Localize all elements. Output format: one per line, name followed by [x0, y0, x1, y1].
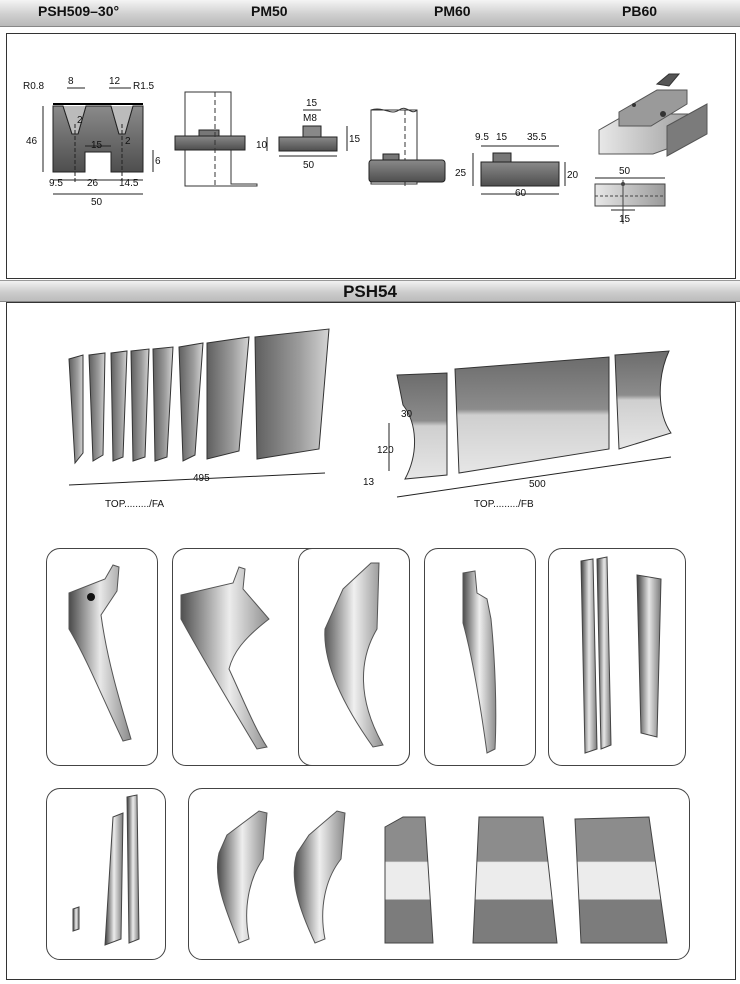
- psh54-segments-drawing: 495 30 120 13 500: [68, 328, 672, 498]
- psh54-left-caption: TOP........./FA: [105, 499, 165, 510]
- psh509-gap: 15: [91, 140, 103, 151]
- psh509-r1: R0.8: [23, 81, 45, 92]
- psh509-top-right: 12: [109, 76, 121, 87]
- psh509-height: 46: [26, 136, 38, 147]
- pm60-drawing: [368, 107, 446, 186]
- psh509-top-left: 8: [68, 76, 74, 87]
- psh54-dim-13: 13: [363, 477, 375, 488]
- pb60-bar-drawing: [594, 177, 666, 224]
- psh509-inner-left: 2: [77, 115, 83, 126]
- psh509-inner-right: 2: [125, 136, 131, 147]
- pm50-top: 15: [306, 98, 318, 109]
- header-bar: [0, 0, 740, 27]
- product-title-pm60: PM60: [434, 3, 471, 19]
- psh54-right-segments: [388, 350, 672, 498]
- pb60-dim1: 9.5: [475, 132, 489, 143]
- pb60-hole: 15: [619, 214, 631, 225]
- section-title: PSH54: [343, 282, 397, 301]
- psh509-bottom-left: 9.5: [49, 178, 63, 189]
- product-title-pb60: PB60: [622, 3, 658, 19]
- gooseneck-punch-image: [68, 564, 132, 742]
- psh509-bottom-mid: 26: [87, 178, 99, 189]
- psh54-dim-30: 30: [401, 409, 413, 420]
- top-drawings-panel: R0.8 8 12 R1.5 46 2 2 15 6 9.5 26 14.5 5…: [6, 33, 736, 279]
- tool-card-4: [424, 548, 536, 766]
- tool-card-6: [46, 788, 166, 960]
- pb60-tool-drawing: [472, 145, 566, 195]
- psh509-small-h: 6: [155, 156, 161, 167]
- psh54-left-length: 495: [193, 473, 210, 484]
- psh509-width: 50: [91, 197, 103, 208]
- pb60-dim2: 15: [496, 132, 508, 143]
- curved-punch-image: [324, 562, 384, 748]
- tool-card-7: [188, 788, 690, 960]
- thin-blade-image: [72, 794, 140, 946]
- pb60-height-left: 25: [455, 168, 467, 179]
- pb60-height-right: 20: [567, 170, 579, 181]
- wide-punch-image: [180, 566, 270, 750]
- pb60-width: 60: [515, 188, 527, 199]
- pm50-height-right: 15: [349, 134, 361, 145]
- technical-drawings: R0.8 8 12 R1.5 46 2 2 15 6 9.5 26 14.5 5…: [23, 73, 708, 225]
- product-title-pm50: PM50: [251, 3, 288, 19]
- straight-punch-image: [580, 556, 662, 754]
- pb60-bar-width: 50: [619, 166, 631, 177]
- psh509-bottom-right: 14.5: [119, 178, 139, 189]
- narrow-punch-image: [462, 570, 497, 754]
- pb60-clamp-3d: [598, 73, 708, 157]
- pm50-holder-drawing: [174, 91, 258, 187]
- pm50-bolt: M8: [303, 113, 317, 124]
- psh509-r2: R1.5: [133, 81, 155, 92]
- product-title-psh509: PSH509–30°: [38, 3, 120, 19]
- psh54-dim-120: 120: [377, 445, 394, 456]
- pb60-dim3: 35.5: [527, 132, 547, 143]
- tool-card-5: [548, 548, 686, 766]
- tool-card-3: [298, 548, 410, 766]
- tool-card-1: [46, 548, 158, 766]
- psh509-die-drawing: [42, 87, 154, 195]
- psh54-right-length: 500: [529, 479, 546, 490]
- psh54-left-segments: [68, 328, 330, 486]
- punch-and-block-images: [216, 810, 668, 944]
- psh54-right-caption: TOP........./FB: [474, 499, 534, 510]
- pm50-width: 50: [303, 160, 315, 171]
- pm50-tool-drawing: [266, 109, 348, 157]
- section-bar: [0, 280, 740, 302]
- pm50-height-left: 10: [256, 140, 268, 151]
